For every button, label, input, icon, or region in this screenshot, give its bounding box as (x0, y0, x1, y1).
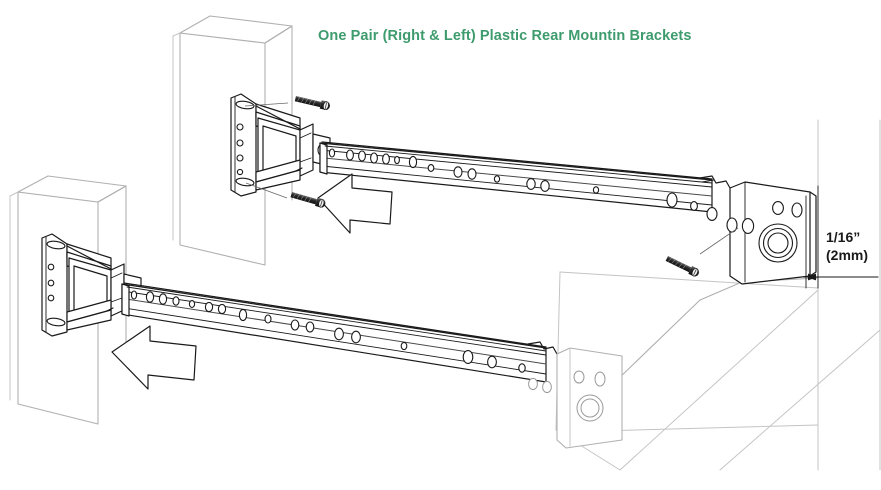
dimension-label: 1/16” (2mm) (826, 228, 881, 264)
screw-front-upper (664, 227, 739, 279)
insertion-arrow-upper (317, 173, 393, 234)
screw-upper-top (244, 93, 332, 112)
dimension-imperial-value: 1/16” (826, 229, 861, 245)
cabinet-post-upper (172, 15, 293, 266)
dimension-metric-value: (2mm) (826, 247, 869, 263)
front-mounting-bracket-lower (528, 347, 623, 449)
dimension-callout (801, 185, 879, 289)
page-title: One Pair (Right & Left) Plastic Rear Mou… (318, 28, 692, 44)
insertion-arrow-lower (111, 325, 197, 390)
drawer-slide-rail-lower (121, 282, 558, 383)
screw-upper-bottom (245, 182, 327, 209)
front-mounting-bracket-upper (706, 181, 817, 285)
